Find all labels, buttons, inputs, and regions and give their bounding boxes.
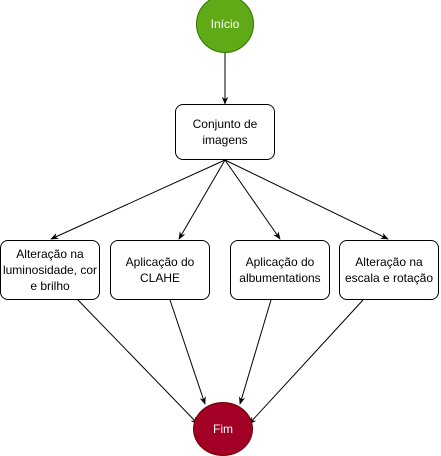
brightness-node-label: Alteração na luminosidade, cor e brilho	[2, 247, 98, 293]
clahe-node-label: Aplicação do CLAHE	[125, 255, 195, 285]
edge-albumentations-to-end	[238, 299, 272, 405]
end-node[interactable]: Fim	[193, 402, 253, 456]
edge-brightness-to-end	[77, 299, 199, 425]
edge-dataset-to-clahe	[178, 159, 226, 240]
edge-clahe-to-end	[169, 299, 206, 405]
dataset-node-label: Conjunto de imagens	[192, 117, 258, 147]
edge-scale-rotation-to-end	[248, 299, 364, 425]
dataset-node[interactable]: Conjunto de imagens	[175, 104, 275, 160]
scale-rotation-node-label: Alteração na escala e rotação	[344, 255, 434, 285]
albumentations-node[interactable]: Aplicação do albumentations	[230, 240, 330, 300]
edge-dataset-to-scale-rotation	[224, 159, 389, 240]
albumentations-node-label: Aplicação do albumentations	[239, 255, 321, 285]
clahe-node[interactable]: Aplicação do CLAHE	[110, 240, 210, 300]
edge-dataset-to-albumentations	[224, 159, 281, 240]
scale-rotation-node[interactable]: Alteração na escala e rotação	[339, 240, 439, 300]
start-node[interactable]: Início	[196, 0, 254, 53]
edge-dataset-to-brightness	[50, 159, 226, 240]
brightness-node[interactable]: Alteração na luminosidade, cor e brilho	[0, 240, 100, 300]
start-node-label: Início	[210, 17, 240, 31]
end-node-label: Fim	[213, 422, 233, 436]
